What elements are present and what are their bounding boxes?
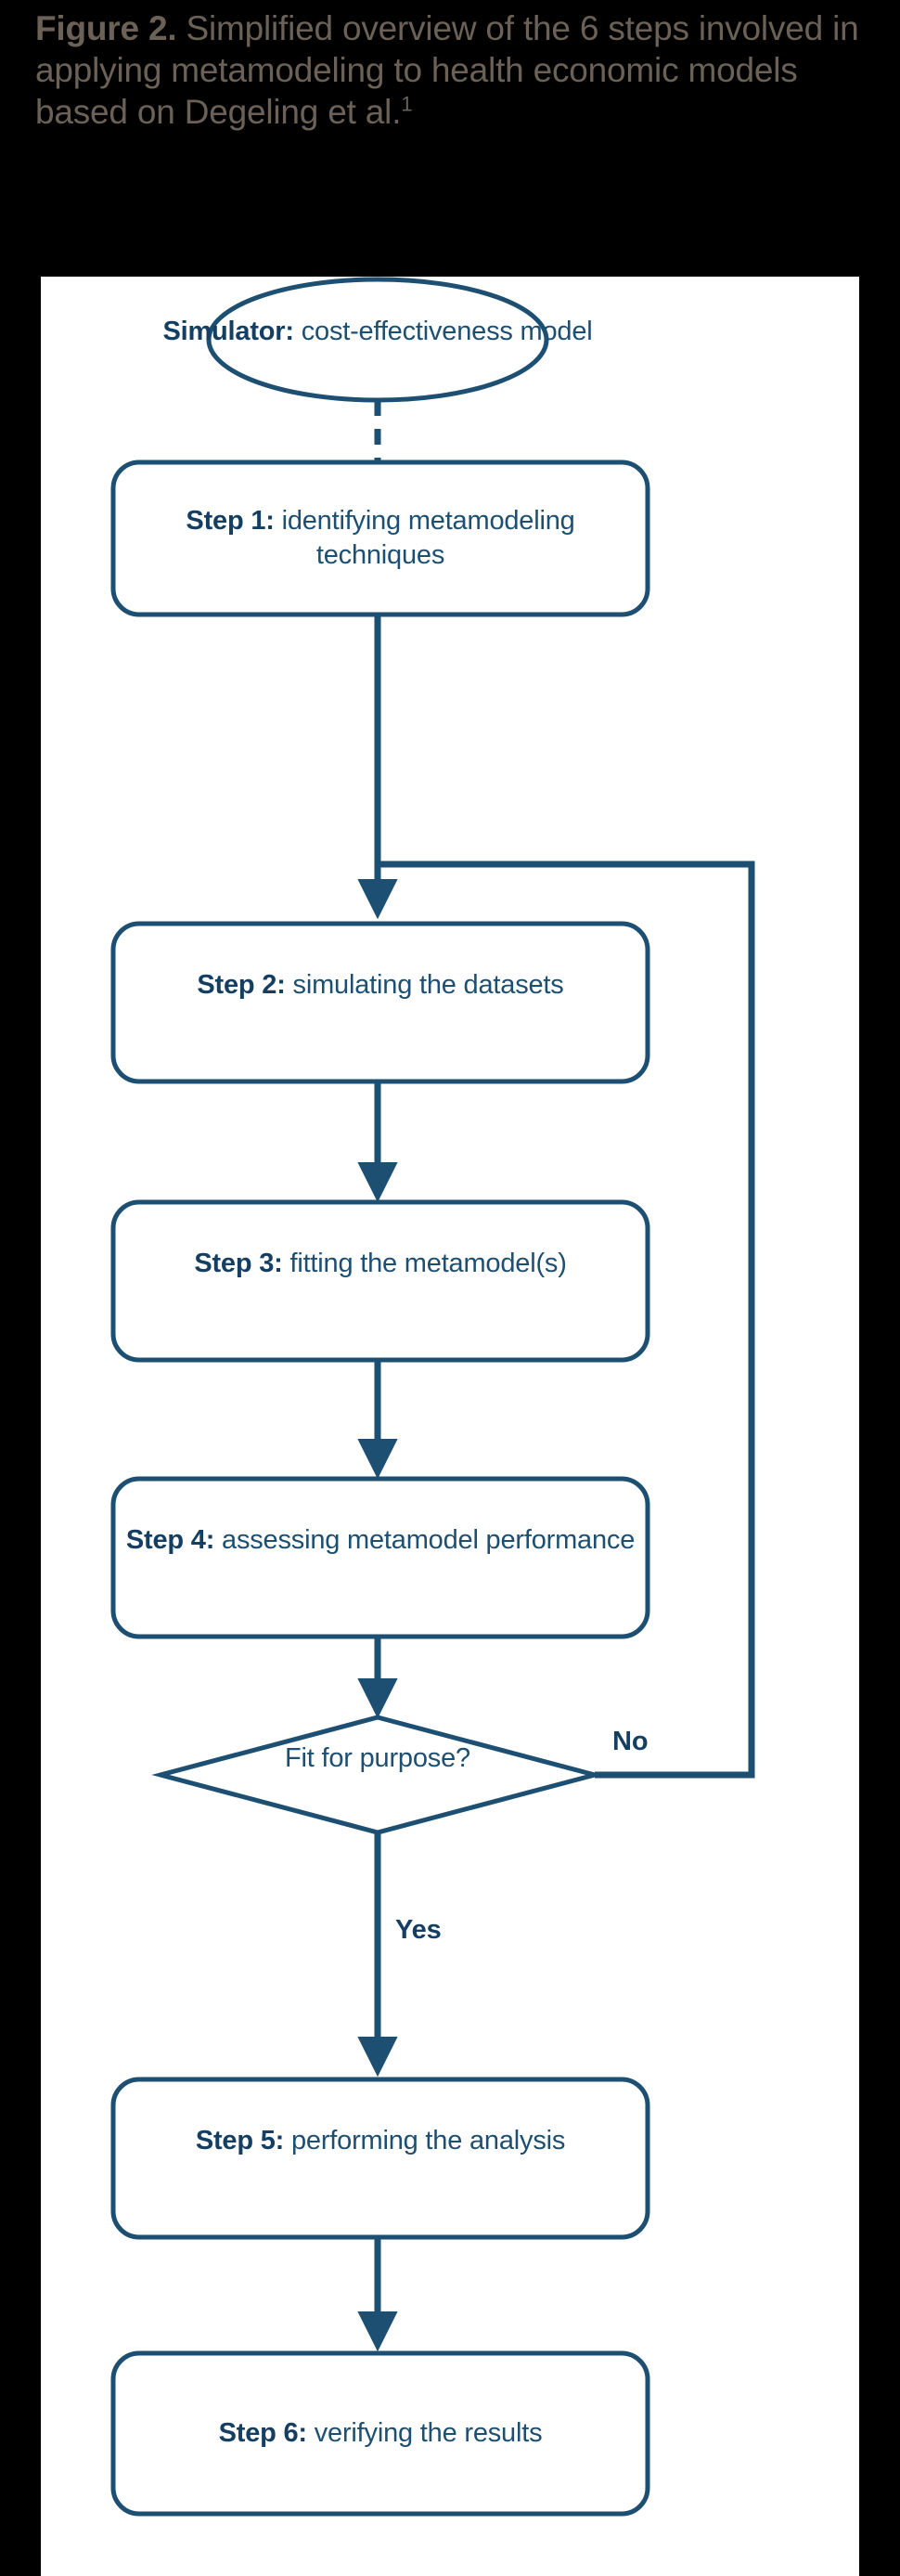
edge-label-yes: Yes [395,1915,442,1945]
node-step1-box [110,460,650,617]
edge-label-no: No [612,1727,649,1756]
node-step3-box [110,1199,650,1363]
figure-caption-superscript: 1 [401,92,413,116]
edge-decision-no-loop [378,861,755,1779]
figure-panel: Simulator: cost-effectiveness model Step… [41,277,859,2576]
figure-caption: Figure 2. Simplified overview of the 6 s… [35,7,861,133]
flowchart-canvas [110,277,755,2517]
node-step2-box [110,921,650,1084]
figure-caption-text: Simplified overview of the 6 steps invol… [35,9,859,131]
node-step4-box [110,1476,650,1639]
node-step6-box [110,2350,650,2517]
node-decision-diamond [151,1715,604,1835]
figure-label: Figure 2. [35,9,177,47]
simulator-node-ellipse-final [206,277,549,403]
node-step5-box [110,2077,650,2240]
